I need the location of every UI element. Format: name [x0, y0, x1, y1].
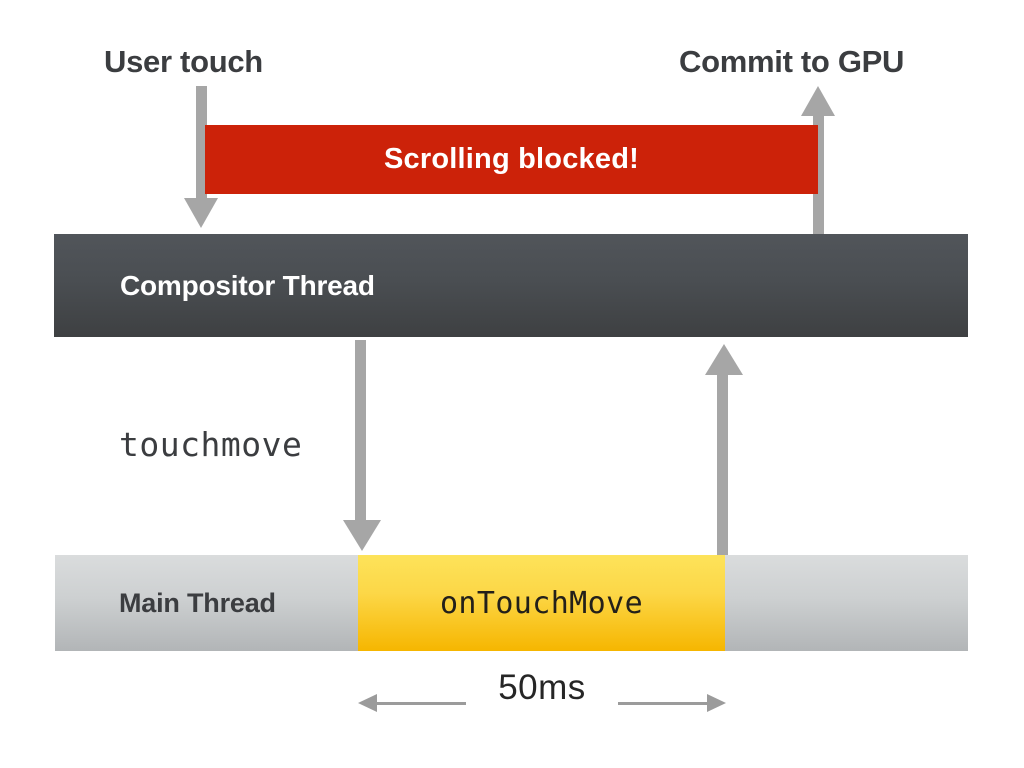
duration-measure: 50ms — [358, 668, 726, 728]
scrolling-blocked-bar: Scrolling blocked! — [205, 125, 818, 194]
main-thread-lane: Main Thread onTouchMove — [55, 555, 968, 651]
main-to-compositor-arrow-shaft — [717, 372, 728, 556]
commit-to-gpu-arrow-shaft — [813, 116, 824, 234]
user-touch-arrow-shaft — [196, 86, 207, 199]
commit-to-gpu-up-arrow-icon — [801, 86, 835, 116]
measure-right-line — [618, 702, 708, 705]
touchmove-arrow-shaft — [355, 340, 366, 522]
label-user-touch: User touch — [104, 44, 263, 79]
main-thread-label: Main Thread — [119, 587, 276, 618]
ontouchmove-task-label: onTouchMove — [439, 585, 644, 621]
touchmove-down-arrow-icon — [343, 520, 381, 551]
user-touch-down-arrow-icon — [184, 198, 218, 228]
measure-right-arrow-icon — [707, 694, 726, 712]
ontouchmove-task-block: onTouchMove — [358, 555, 725, 651]
measure-left-arrow-icon — [358, 694, 377, 712]
main-to-compositor-up-arrow-icon — [705, 344, 743, 375]
compositor-thread-lane: Compositor Thread — [54, 234, 968, 337]
scrolling-blocked-label: Scrolling blocked! — [384, 143, 639, 175]
label-commit-to-gpu: Commit to GPU — [679, 44, 905, 79]
touchmove-event-label: touchmove — [119, 425, 303, 464]
duration-label: 50ms — [498, 668, 586, 707]
measure-left-line — [376, 702, 466, 705]
compositor-thread-label: Compositor Thread — [120, 269, 375, 301]
